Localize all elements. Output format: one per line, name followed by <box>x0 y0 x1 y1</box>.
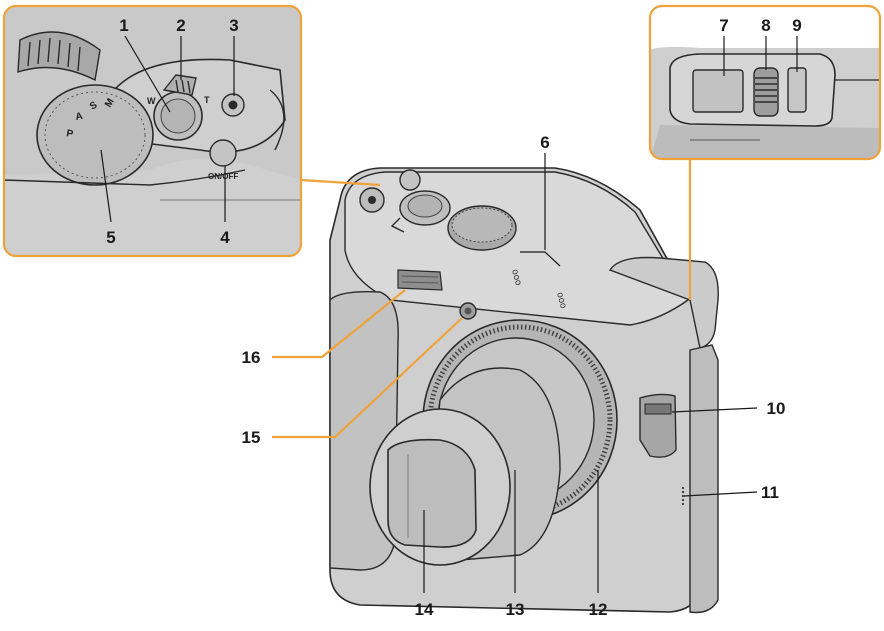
label-10: 10 <box>767 399 786 418</box>
mode-p-label: P <box>65 128 74 140</box>
label-7: 7 <box>719 16 728 35</box>
leader-lines <box>272 159 692 439</box>
label-13: 13 <box>506 600 525 619</box>
label-4: 4 <box>220 228 230 247</box>
microphone-right-icon: ooo <box>554 291 568 310</box>
flash-icon <box>397 269 443 291</box>
eye-sensor-icon <box>787 67 807 113</box>
zoom-lever-icon <box>162 74 197 96</box>
label-15: 15 <box>242 428 261 447</box>
label-3: 3 <box>229 16 238 35</box>
zoom-t-label: T <box>204 95 210 105</box>
mode-dial <box>36 84 154 186</box>
label-8: 8 <box>761 16 770 35</box>
diopter-dial-icon <box>753 67 779 117</box>
top-controls-inset: W T ON/OFF M S A P <box>2 4 303 258</box>
number-labels: 1 2 3 4 5 6 7 8 9 10 11 12 13 14 15 16 <box>106 16 801 619</box>
zoom-w-label: W <box>147 96 156 106</box>
mode-a-label: A <box>75 111 84 123</box>
black-leaders <box>100 35 798 593</box>
label-14: 14 <box>415 600 434 619</box>
label-2: 2 <box>176 16 185 35</box>
power-button-icon <box>209 139 237 167</box>
label-5: 5 <box>106 228 115 247</box>
mode-s-label: S <box>88 100 100 113</box>
label-1: 1 <box>119 16 128 35</box>
speaker-icon <box>681 486 685 506</box>
label-11: 11 <box>761 483 779 502</box>
microphone-left-icon: ooo <box>509 268 523 287</box>
lens-cover-icon <box>387 438 477 548</box>
label-12: 12 <box>589 600 608 619</box>
label-16: 16 <box>242 348 261 367</box>
label-6: 6 <box>540 133 549 152</box>
viewfinder-window-icon <box>692 69 744 113</box>
viewfinder-inset <box>648 4 882 161</box>
power-label: ON/OFF <box>208 172 238 181</box>
label-9: 9 <box>792 16 801 35</box>
camera-body: ooo ooo <box>329 167 719 614</box>
